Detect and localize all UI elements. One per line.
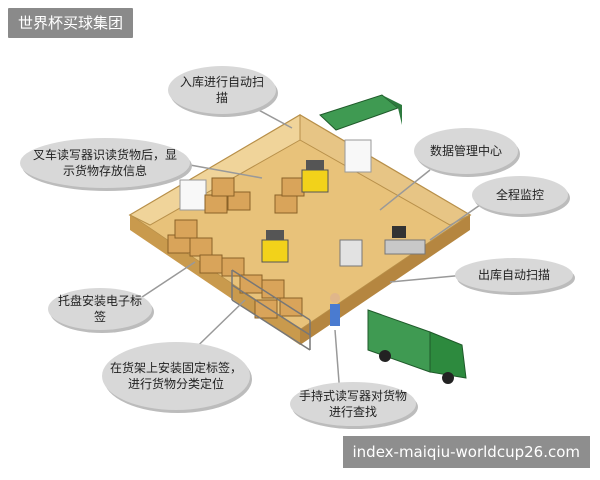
callout-data-center: 数据管理中心 bbox=[414, 128, 518, 174]
brand-badge: 世界杯买球集团 bbox=[8, 8, 134, 38]
server-station bbox=[339, 239, 363, 267]
forklift-2 bbox=[261, 230, 289, 263]
office-desk bbox=[384, 226, 426, 255]
callout-forklift-reader: 叉车读写器识读货物后，显示货物存放信息 bbox=[20, 138, 190, 188]
worker-figure bbox=[330, 293, 340, 326]
callout-pallet-tag: 托盘安装电子标签 bbox=[48, 288, 152, 330]
callout-shelf-tag: 在货架上安装固定标签，进行货物分类定位 bbox=[102, 342, 250, 410]
wall-back-right bbox=[299, 114, 472, 226]
forklift-1 bbox=[301, 160, 329, 193]
shelf-rack bbox=[231, 269, 311, 351]
callout-auto-in: 入库进行自动扫描 bbox=[168, 66, 276, 114]
callout-handheld: 手持式读写器对货物进行查找 bbox=[290, 382, 416, 426]
roller-door-1 bbox=[179, 179, 207, 211]
truck-top bbox=[319, 94, 402, 131]
truck-bottom bbox=[367, 309, 467, 384]
callout-auto-out: 出库自动扫描 bbox=[455, 258, 573, 292]
box-stacks bbox=[167, 177, 305, 319]
callout-monitor: 全程监控 bbox=[472, 176, 568, 214]
watermark-label: index-maiqiu-worldcup26.com bbox=[342, 436, 590, 468]
roller-door-2 bbox=[344, 139, 372, 173]
floor-edge-right bbox=[300, 215, 470, 345]
